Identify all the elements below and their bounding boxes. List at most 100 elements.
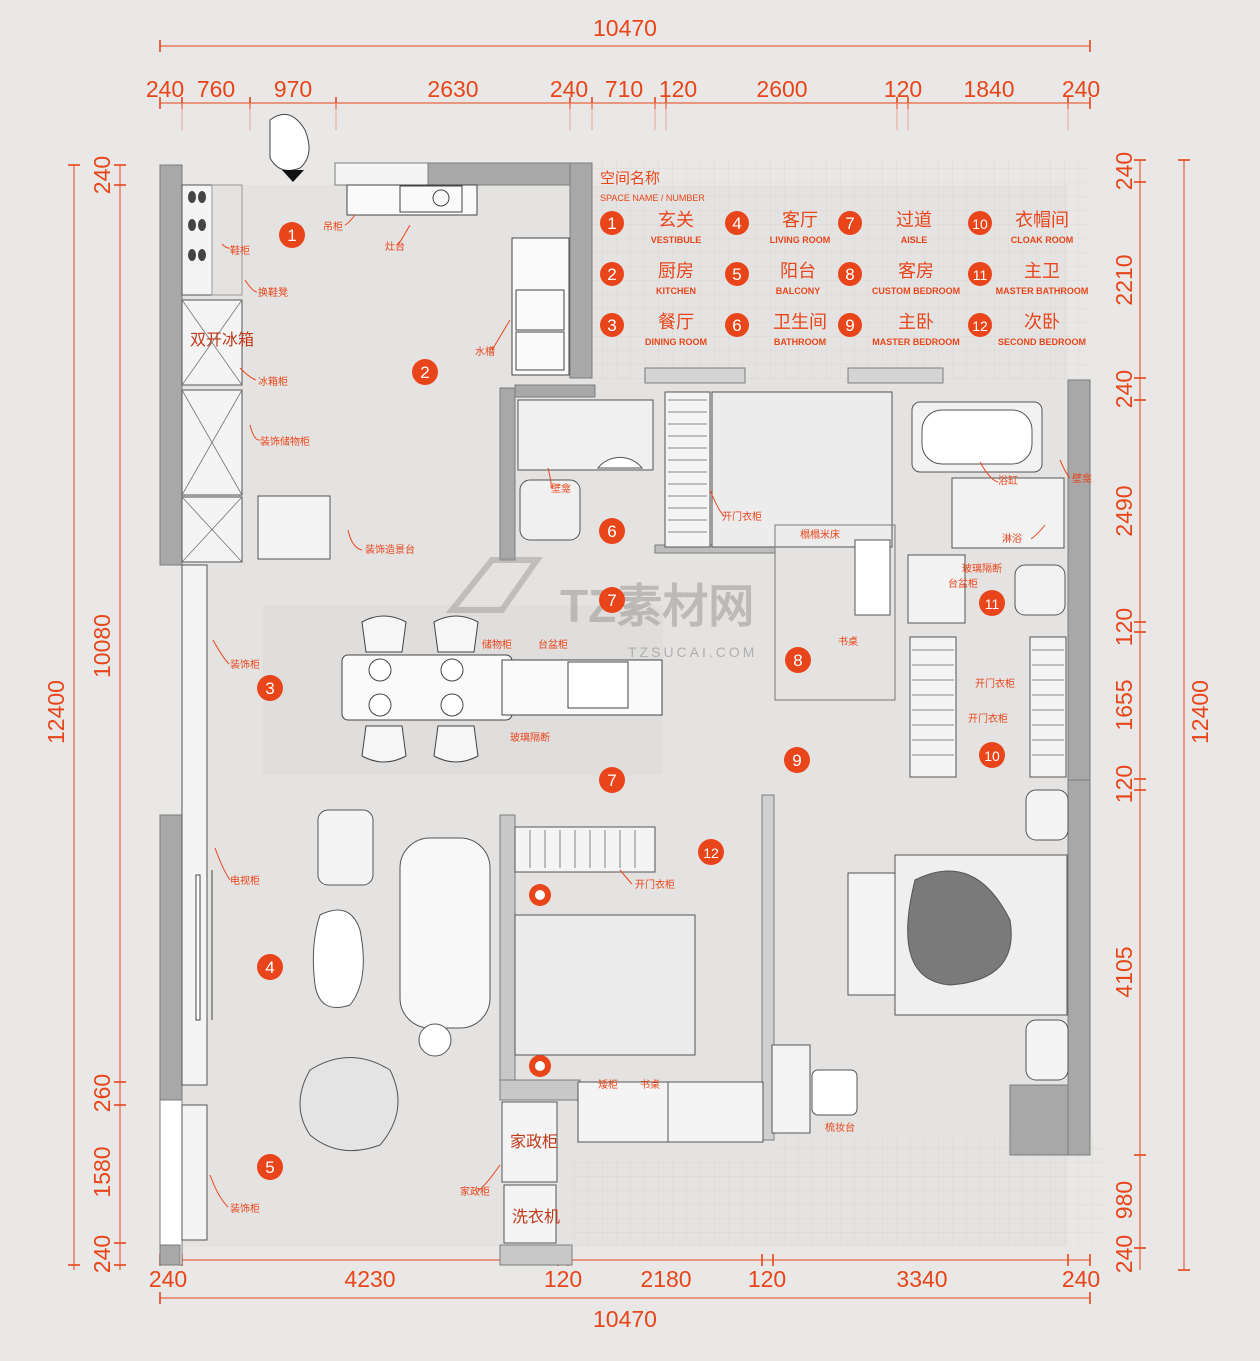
room-marker-8: 8 <box>785 647 811 673</box>
svg-text:3: 3 <box>265 679 274 698</box>
label-washer: 洗衣机 <box>512 1207 560 1226</box>
svg-text:5: 5 <box>265 1158 274 1177</box>
dim-bottom-3: 2180 <box>640 1266 691 1292</box>
label-basin-cabinet-2: 台盆柜 <box>538 638 568 651</box>
svg-text:厨房: 厨房 <box>658 261 694 282</box>
legend-item-6: 6 卫生间 BATHROOM <box>725 312 827 347</box>
svg-text:SECOND BEDROOM: SECOND BEDROOM <box>998 337 1086 347</box>
dim-left-3: 240 <box>89 1235 115 1273</box>
dim-bottom-2: 120 <box>544 1266 582 1292</box>
dim-bottom-1: 4230 <box>344 1266 395 1292</box>
label-housekeeping-big: 家政柜 <box>510 1132 558 1151</box>
dim-top-2: 970 <box>274 76 312 102</box>
legend-item-11: 11 主卫 MASTER BATHROOM <box>968 261 1088 296</box>
label-double-fridge: 双开冰箱 <box>190 330 254 349</box>
svg-text:CUSTOM BEDROOM: CUSTOM BEDROOM <box>872 286 960 296</box>
dim-top-1: 760 <box>197 76 235 102</box>
svg-text:11: 11 <box>973 267 988 283</box>
svg-text:VESTIBULE: VESTIBULE <box>651 235 702 245</box>
legend: 空间名称 SPACE NAME / NUMBER 1 玄关 VESTIBULE … <box>600 169 1088 347</box>
legend-item-12: 12 次卧 SECOND BEDROOM <box>968 312 1086 347</box>
dim-right-5: 1655 <box>1111 679 1137 730</box>
svg-text:1: 1 <box>287 226 296 245</box>
furniture-labels: 鞋柜 换鞋凳 双开冰箱 冰箱柜 装饰储物柜 装饰造景台 吊柜 灶台 水槽 壁龛 … <box>190 220 1092 1226</box>
room-marker-3: 3 <box>257 675 283 701</box>
room-marker-5: 5 <box>257 1154 283 1180</box>
svg-text:4: 4 <box>732 214 741 233</box>
legend-item-3: 3 餐厅 DINING ROOM <box>600 312 707 347</box>
dim-top-10: 240 <box>1062 76 1100 102</box>
svg-text:DINING ROOM: DINING ROOM <box>645 337 707 347</box>
room-markers: 1 2 3 4 5 6 7 7 8 9 10 11 12 <box>257 222 1005 1180</box>
label-deco-cabinet-1: 装饰柜 <box>230 658 260 671</box>
svg-text:8: 8 <box>845 265 854 284</box>
label-niche-2: 壁龛 <box>1072 472 1092 485</box>
svg-text:MASTER BEDROOM: MASTER BEDROOM <box>872 337 960 347</box>
label-deco-display: 装饰造景台 <box>365 543 415 556</box>
svg-text:6: 6 <box>732 316 741 335</box>
svg-text:TZ素材网: TZ素材网 <box>560 580 754 632</box>
dim-right-6: 120 <box>1111 765 1137 803</box>
svg-text:卫生间: 卫生间 <box>773 312 827 333</box>
svg-text:10: 10 <box>972 216 988 232</box>
entrance-icon <box>269 113 310 182</box>
dim-top-6: 120 <box>659 76 697 102</box>
room-marker-2: 2 <box>412 359 438 385</box>
svg-text:2: 2 <box>607 265 616 284</box>
label-basin-cabinet-1: 台盆柜 <box>948 577 978 590</box>
svg-text:餐厅: 餐厅 <box>658 312 694 333</box>
svg-text:LIVING ROOM: LIVING ROOM <box>770 235 831 245</box>
watermark: TZ素材网 TZSUCAI.COM <box>445 557 754 660</box>
svg-text:6: 6 <box>607 522 616 541</box>
legend-item-7: 7 过道 AISLE <box>838 210 932 245</box>
room-marker-11: 11 <box>979 590 1005 616</box>
svg-text:3: 3 <box>607 316 616 335</box>
dim-top-3: 2630 <box>427 76 478 102</box>
svg-text:9: 9 <box>845 316 854 335</box>
svg-text:主卫: 主卫 <box>1024 261 1060 282</box>
svg-text:BATHROOM: BATHROOM <box>774 337 826 347</box>
svg-text:CLOAK ROOM: CLOAK ROOM <box>1011 235 1074 245</box>
svg-text:11: 11 <box>985 596 1000 612</box>
svg-text:AISLE: AISLE <box>901 235 928 245</box>
dim-top-7: 2600 <box>756 76 807 102</box>
legend-item-10: 10 衣帽间 CLOAK ROOM <box>968 210 1073 245</box>
dim-left-2: 1580 <box>89 1146 115 1197</box>
legend-item-4: 4 客厅 LIVING ROOM <box>725 210 830 245</box>
label-shower: 淋浴 <box>1002 532 1022 545</box>
svg-text:KITCHEN: KITCHEN <box>656 286 696 296</box>
room-marker-6: 6 <box>599 518 625 544</box>
label-hanging-cabinet: 吊柜 <box>323 220 343 233</box>
label-tv-cabinet: 电视柜 <box>230 874 260 887</box>
dim-bottom-0: 240 <box>149 1266 187 1292</box>
svg-text:玄关: 玄关 <box>658 210 694 231</box>
legend-item-8: 8 客房 CUSTOM BEDROOM <box>838 261 960 296</box>
room-marker-7b: 7 <box>599 767 625 793</box>
svg-text:客房: 客房 <box>898 261 934 282</box>
label-deco-storage: 装饰储物柜 <box>260 435 310 448</box>
svg-text:2: 2 <box>420 363 429 382</box>
legend-item-5: 5 阳台 BALCONY <box>725 261 820 296</box>
room-marker-7a: 7 <box>599 587 625 613</box>
svg-text:阳台: 阳台 <box>780 261 816 282</box>
legend-item-9: 9 主卧 MASTER BEDROOM <box>838 312 960 347</box>
legend-title: 空间名称 <box>600 169 660 187</box>
svg-text:过道: 过道 <box>896 210 932 231</box>
dim-top-9: 1840 <box>963 76 1014 102</box>
label-housekeeping-small: 家政柜 <box>460 1185 490 1198</box>
svg-text:衣帽间: 衣帽间 <box>1015 210 1069 231</box>
svg-text:4: 4 <box>265 958 274 977</box>
dim-bottom-5: 3340 <box>896 1266 947 1292</box>
label-dresser: 梳妆台 <box>825 1121 855 1134</box>
svg-text:MASTER BATHROOM: MASTER BATHROOM <box>996 286 1089 296</box>
dim-left-total: 12400 <box>43 680 69 744</box>
label-shoe-bench: 换鞋凳 <box>258 286 288 299</box>
room-marker-9: 9 <box>784 747 810 773</box>
dim-right-total: 12400 <box>1187 680 1213 744</box>
room-marker-1: 1 <box>279 222 305 248</box>
label-sink: 水槽 <box>475 345 495 358</box>
legend-item-1: 1 玄关 VESTIBULE <box>600 210 701 245</box>
label-stove: 灶台 <box>385 240 405 253</box>
dim-right-7: 4105 <box>1111 946 1137 997</box>
